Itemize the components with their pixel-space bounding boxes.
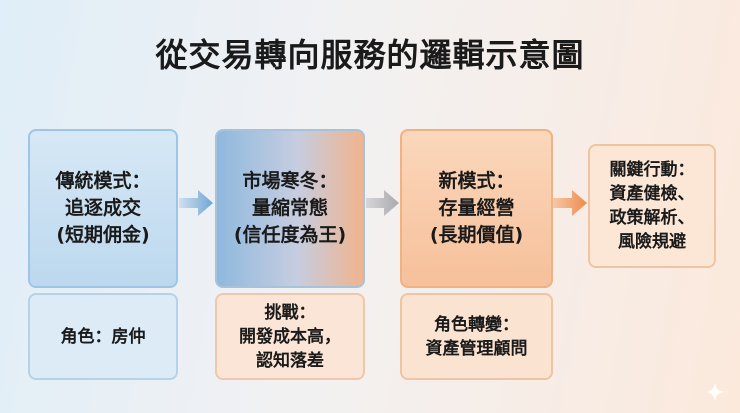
step-line: 關鍵行動： [609,160,695,180]
step-traditional-model: 傳統模式： 追逐成交 (短期佣金) [28,129,178,288]
step-line: (長期價值) [429,224,524,246]
note-role-agent: 角色：房仲 [28,293,178,380]
step-line: 政策解析、 [609,208,695,228]
step-line: 市場寒冬： [242,170,338,192]
note-challenge: 挑戰： 開發成本高， 認知落差 [215,293,365,380]
step-line: 傳統模式： [55,170,151,192]
note-line: 挑戰： [264,302,316,323]
step-line: 新模式： [438,170,515,192]
note-line: 資產管理顧問 [425,338,528,359]
note-line: 開發成本高， [239,326,341,347]
step-new-model: 新模式： 存量經營 (長期價值) [400,129,553,288]
step-line: 存量經營 [438,197,515,219]
arrow-right-icon [366,190,399,216]
step-line: 風險規避 [618,232,686,252]
note-line: 角色轉變： [434,314,519,335]
step-line: (信任度為王) [233,224,347,246]
diagram-title: 從交易轉向服務的邏輯示意圖 [155,36,585,74]
step-market-winter: 市場寒冬： 量縮常態 (信任度為王) [215,129,365,288]
arrow-right-icon [553,190,587,216]
note-line: 認知落差 [256,350,324,371]
step-line: 資產健檢、 [609,184,695,204]
sparkle-icon [705,382,725,402]
step-key-actions: 關鍵行動： 資產健檢、 政策解析、 風險規避 [588,144,716,268]
step-line: (短期佣金) [56,224,150,246]
note-line: 角色：房仲 [60,326,146,347]
step-line: 追逐成交 [64,197,141,219]
note-role-shift: 角色轉變： 資產管理顧問 [400,293,553,380]
step-line: 量縮常態 [251,197,328,219]
arrow-right-icon [179,190,213,216]
